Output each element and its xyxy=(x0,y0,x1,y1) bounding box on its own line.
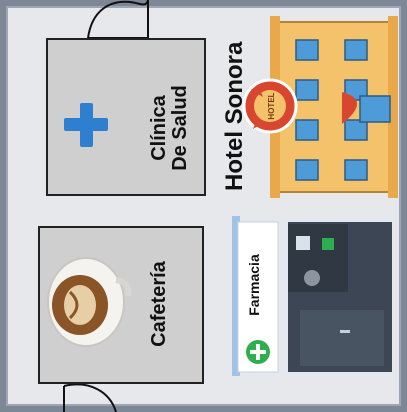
svg-text:HOTEL: HOTEL xyxy=(267,92,276,119)
map-inner-border xyxy=(6,6,401,406)
pharmacy-label: Farmacia xyxy=(246,254,262,316)
clinic-box[interactable] xyxy=(46,38,206,196)
